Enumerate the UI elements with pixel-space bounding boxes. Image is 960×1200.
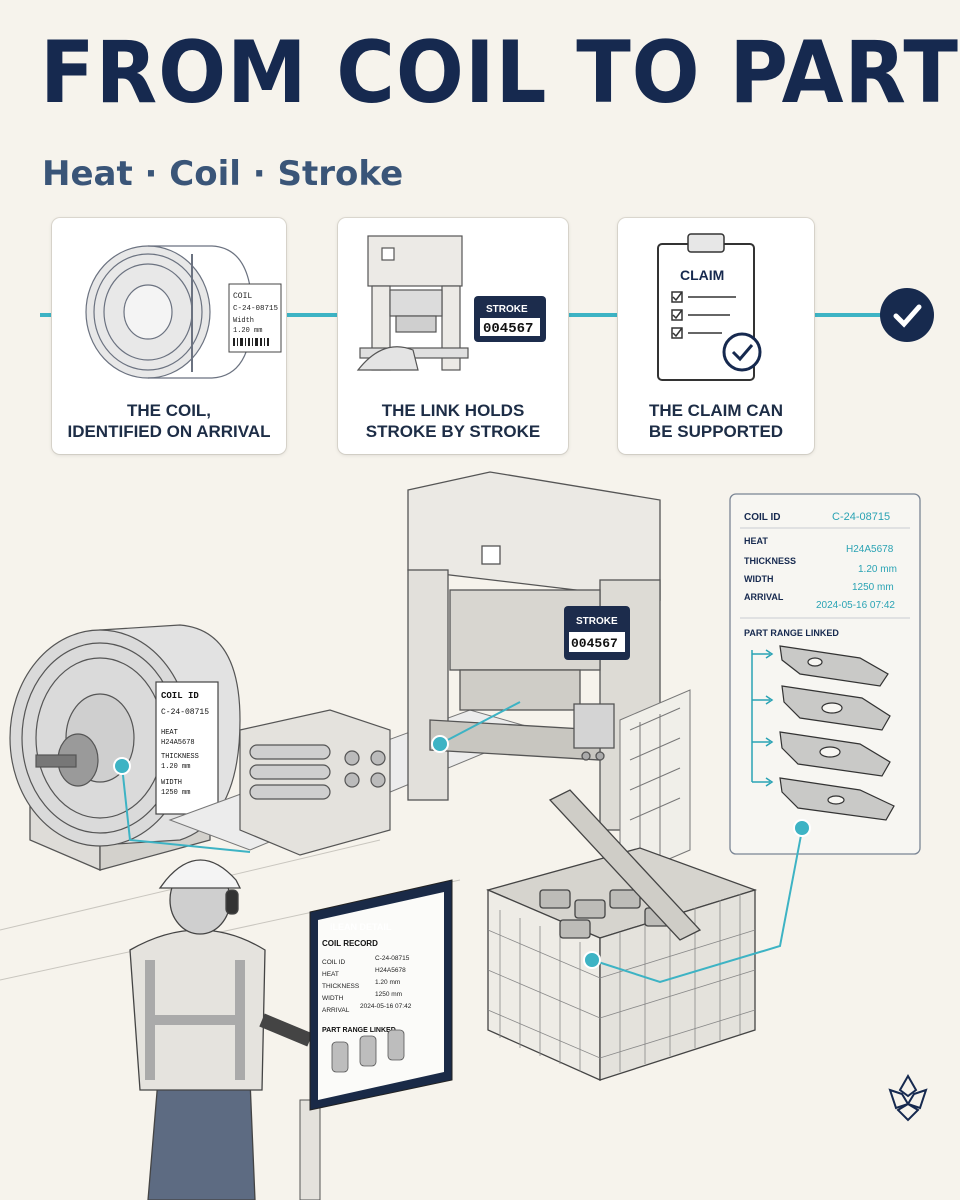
caption-line: BE SUPPORTED [648, 422, 784, 441]
straightener [239, 709, 391, 856]
trace-connectors [121, 701, 803, 984]
stroke-label: STROKE [486, 304, 528, 315]
record-coil-id: C-24-08715 [832, 511, 890, 523]
coil-tag-line4: 1.20 mm [233, 327, 262, 335]
worker [129, 859, 327, 1200]
connector-dots [113, 735, 811, 969]
kiosk-width-label: WIDTH [322, 995, 344, 1002]
record-width: 1250 mm [852, 582, 894, 593]
press-stroke-counter: STROKE 004567 [564, 606, 630, 660]
coil-label: COIL ID C-24-08715 HEAT H24A5678 THICKNE… [155, 681, 219, 815]
coil-icon: COIL C-24-08715 Width 1.20 mm [85, 245, 282, 379]
step-caption-press: THE LINK HOLDS STROKE BY STROKE [338, 400, 568, 442]
kiosk-heat-label: HEAT [322, 971, 339, 978]
check-icon [880, 288, 934, 342]
coil-label-width-label: WIDTH [161, 779, 182, 787]
coil-label-thickness: 1.20 mm [161, 763, 190, 771]
stroke-value: 004567 [483, 321, 533, 337]
coil-label-heat: H24A5678 [161, 739, 195, 747]
step-caption-claim: THE CLAIM CAN BE SUPPORTED [618, 400, 814, 442]
record-thickness-label: THICKNESS [744, 556, 796, 566]
parts-crate [486, 789, 758, 1082]
coil-label-thickness-label: THICKNESS [161, 753, 199, 761]
safety-fence [619, 689, 691, 881]
kiosk-coil-id: C-24-08715 [375, 955, 410, 962]
step-card-press: STROKE 004567 THE LINK HOLDS STROKE BY S… [338, 218, 568, 454]
clipboard-icon: CLAIM [657, 233, 762, 381]
kiosk-coil-id-label: COIL ID [322, 959, 346, 966]
kiosk-screen: iLEAN DETAIL COIL RECORD COIL ID C-24-08… [322, 922, 412, 1073]
record-width-label: WIDTH [744, 574, 774, 584]
step-card-coil: COIL C-24-08715 Width 1.20 mm THE COIL, … [52, 218, 286, 454]
step-card-claim: CLAIM THE CLAIM CAN BE SUPPORTED [618, 218, 814, 454]
claim-title: CLAIM [680, 267, 724, 283]
kiosk-heat: H24A5678 [375, 967, 406, 974]
kiosk-thickness-label: THICKNESS [322, 983, 360, 990]
coil-tag-line2: C-24-08715 [233, 305, 279, 313]
coil-tag-line1: COIL [233, 292, 252, 301]
coil-label-heat-label: HEAT [161, 729, 178, 737]
record-heat: H24A5678 [846, 544, 894, 555]
record-arrival-label: ARRIVAL [744, 592, 784, 602]
kiosk-header: iLEAN DETAIL [330, 922, 392, 932]
coil-record-panel: COIL ID C-24-08715 HEAT H24A5678 THICKNE… [729, 493, 921, 855]
brand-logo-icon [888, 1073, 928, 1122]
record-coil-id-label: COIL ID [744, 512, 780, 523]
coil-label-id: C-24-08715 [161, 708, 209, 717]
factory-scene: COIL ID C-24-08715 HEAT H24A5678 THICKNE… [0, 471, 928, 1200]
coil-label-width: 1250 mm [161, 789, 190, 797]
record-arrival: 2024-05-16 07:42 [816, 600, 895, 611]
step-caption-coil: THE COIL, IDENTIFIED ON ARRIVAL [52, 400, 286, 442]
caption-line: STROKE BY STROKE [365, 422, 541, 441]
coil-tag-line3: Width [233, 317, 254, 325]
press-icon: STROKE 004567 [356, 235, 546, 371]
kiosk-part-range-label: PART RANGE LINKED [322, 1027, 396, 1034]
kiosk-section: COIL RECORD [322, 939, 378, 948]
caption-line: THE LINK HOLDS [381, 401, 525, 420]
press-stroke-value: 004567 [571, 636, 618, 651]
part-thumbnails [779, 645, 895, 821]
kiosk-arrival: 2024-05-16 07:42 [360, 1003, 412, 1010]
record-heat-label: HEAT [744, 536, 768, 546]
caption-line: THE COIL, [126, 401, 212, 420]
press-stroke-label: STROKE [576, 616, 618, 627]
caption-line: THE CLAIM CAN [648, 401, 784, 420]
page-subtitle: Heat · Coil · Stroke [42, 154, 404, 194]
kiosk-thickness: 1.20 mm [375, 979, 400, 986]
kiosk-width: 1250 mm [375, 991, 402, 998]
caption-line: IDENTIFIED ON ARRIVAL [67, 422, 271, 441]
page-title: FROM COIL TO PART [40, 23, 959, 123]
kiosk-arrival-label: ARRIVAL [322, 1007, 350, 1014]
coil-label-title: COIL ID [161, 691, 199, 701]
record-part-range-label: PART RANGE LINKED [744, 628, 839, 638]
record-thickness: 1.20 mm [858, 564, 897, 575]
